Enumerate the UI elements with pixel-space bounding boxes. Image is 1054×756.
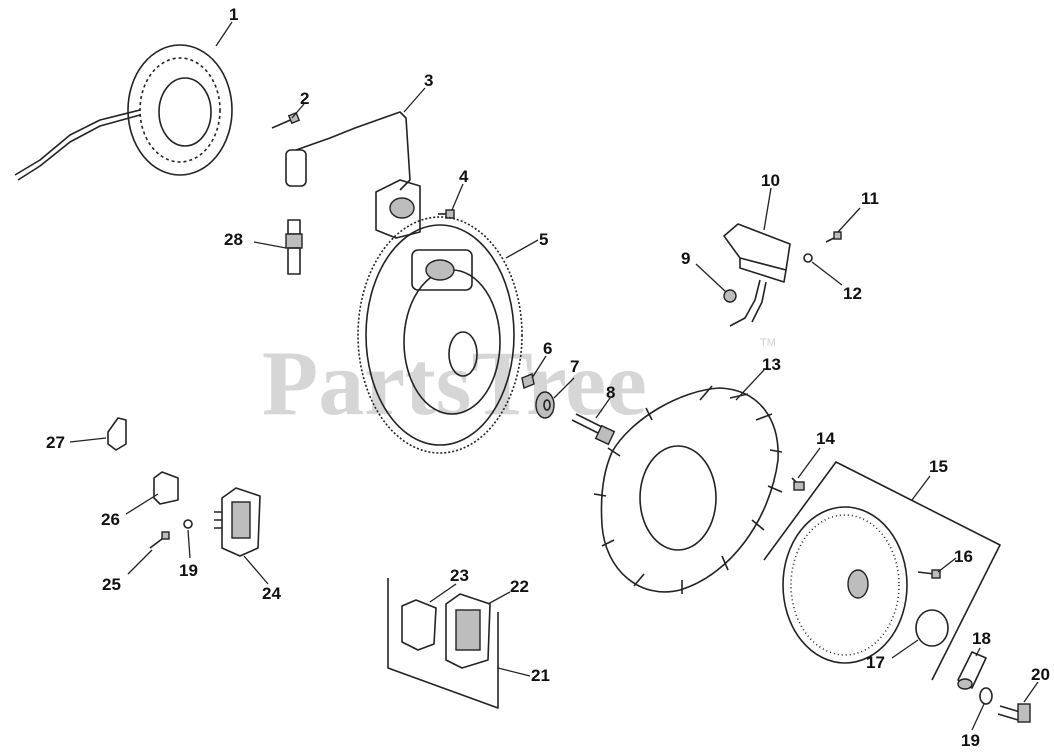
- ignition-module-icon[interactable]: [285, 111, 421, 239]
- callout-19-left: 19: [179, 561, 198, 580]
- decal-icon[interactable]: [915, 609, 949, 647]
- callout-10: 10: [761, 171, 780, 190]
- callout-4: 4: [459, 167, 469, 186]
- callout-28: 28: [224, 230, 243, 249]
- callout-16: 16: [954, 547, 973, 566]
- callout-17: 17: [866, 653, 885, 672]
- callout-22: 22: [510, 577, 529, 596]
- washer-icon[interactable]: [803, 253, 813, 263]
- callout-26: 26: [101, 510, 120, 529]
- callout-1: 1: [229, 5, 238, 24]
- nut-icon[interactable]: [723, 289, 737, 303]
- screen-icon[interactable]: [763, 461, 1001, 681]
- callout-15: 15: [929, 457, 948, 476]
- screw-icon[interactable]: [271, 111, 301, 129]
- callout-3: 3: [424, 71, 433, 90]
- callout-14: 14: [816, 429, 835, 448]
- callout-23: 23: [450, 566, 469, 585]
- washer-icon[interactable]: [183, 519, 193, 529]
- connector-icon[interactable]: [153, 471, 179, 505]
- callout-9: 9: [681, 249, 690, 268]
- connector-icon[interactable]: [401, 599, 437, 651]
- watermark-trademark: TM: [760, 337, 776, 349]
- callout-20: 20: [1031, 665, 1050, 684]
- callout-27: 27: [46, 433, 65, 452]
- watermark-text: PartsTree: [262, 332, 647, 434]
- rectifier-module-icon[interactable]: [723, 223, 791, 327]
- stator-icon[interactable]: [14, 44, 233, 181]
- flywheel-icon[interactable]: [357, 216, 523, 454]
- bolt-icon[interactable]: [571, 413, 616, 446]
- callout-2: 2: [300, 89, 309, 108]
- screw-icon[interactable]: [825, 231, 842, 243]
- callout-12: 12: [843, 284, 862, 303]
- callout-8: 8: [606, 383, 615, 402]
- callout-21: 21: [531, 666, 550, 685]
- bolt-icon[interactable]: [997, 703, 1031, 723]
- callout-25: 25: [102, 575, 121, 594]
- callout-19-right: 19: [961, 731, 980, 750]
- callout-5: 5: [539, 230, 548, 249]
- callout-18: 18: [972, 629, 991, 648]
- washer-icon[interactable]: [979, 687, 993, 705]
- callout-6: 6: [543, 339, 552, 358]
- callout-13: 13: [762, 355, 781, 374]
- spark-plug-icon[interactable]: [285, 219, 303, 275]
- spacer-icon[interactable]: [957, 651, 987, 690]
- regulator-icon[interactable]: [445, 593, 491, 669]
- washer-icon[interactable]: [535, 391, 555, 419]
- screw-icon[interactable]: [149, 531, 170, 549]
- callout-7: 7: [570, 357, 579, 376]
- callout-11: 11: [861, 189, 879, 208]
- regulator-kit-icon[interactable]: [387, 578, 499, 709]
- key-icon[interactable]: [521, 373, 535, 389]
- callout-24: 24: [262, 584, 281, 603]
- clip-icon[interactable]: [107, 417, 127, 451]
- regulator-icon[interactable]: [214, 487, 261, 557]
- screw-icon[interactable]: [917, 569, 941, 579]
- screw-icon[interactable]: [791, 477, 805, 491]
